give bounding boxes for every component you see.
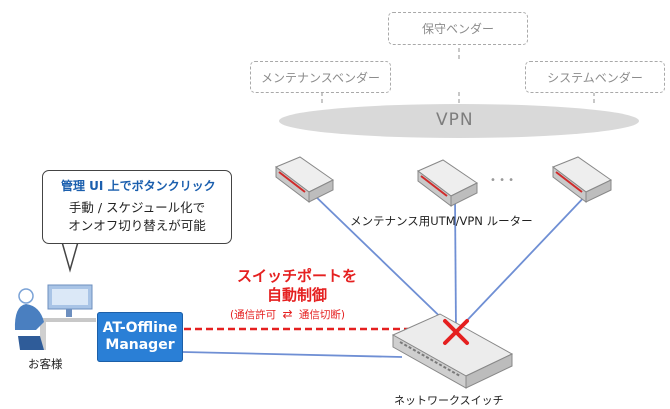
disconnect-x-mark — [443, 319, 469, 345]
cut-text: 通信切断) — [298, 309, 345, 321]
callout-pointer — [61, 241, 79, 273]
vendor-label: 保守ベンダー — [421, 22, 494, 36]
vendor-box-maintenance-service: メンテナンスベンダー — [250, 61, 391, 93]
switch-control-title: スイッチポートを 自動制御 — [222, 267, 372, 305]
vpn-label: VPN — [436, 110, 474, 130]
switch-control-line: 自動制御 — [266, 286, 327, 304]
customer-person-icon — [14, 284, 96, 350]
vendor-box-system: システムベンダー — [525, 61, 665, 93]
router-ellipsis: • • • — [490, 175, 515, 186]
vendor-label: システムベンダー — [547, 70, 643, 85]
callout-line: 手動 / スケジュール化で — [68, 200, 206, 215]
customer-label: お客様 — [28, 357, 63, 371]
callout-body: 手動 / スケジュール化で オンオフ切り替えが可能 — [43, 199, 231, 235]
manager-to-switch-line — [182, 351, 403, 358]
vendor-label: メンテナンスベンダー — [261, 70, 380, 85]
manager-line: AT-Offline — [102, 320, 178, 336]
vendor-box-maintenance: 保守ベンダー — [388, 12, 528, 45]
vpn-ellipse — [279, 104, 639, 138]
router-device-left — [275, 156, 334, 204]
allow-text: (通信許可 — [230, 309, 277, 321]
toggle-arrows-icon: ⇄ — [282, 307, 293, 321]
router-to-switch-line — [454, 195, 457, 333]
router-device-center — [417, 159, 478, 208]
router-to-switch-line — [310, 191, 457, 333]
switch-control-subtitle: (通信許可 ⇄ 通信切断) — [230, 307, 345, 322]
router-to-switch-line — [455, 191, 590, 333]
callout-box: 管理 UI 上でボタンクリック 手動 / スケジュール化で オンオフ切り替えが可… — [42, 170, 232, 244]
switch-label: ネットワークスイッチ — [394, 394, 504, 407]
manager-line: Manager — [105, 337, 175, 353]
callout-line: オンオフ切り替えが可能 — [68, 218, 206, 233]
callout-title: 管理 UI 上でボタンクリック — [61, 179, 216, 193]
router-device-right — [551, 156, 612, 204]
network-switch-device — [391, 313, 514, 389]
at-offline-manager-button[interactable]: AT-Offline Manager — [97, 312, 183, 362]
router-label: メンテナンス用UTM/VPN ルーター — [350, 214, 533, 228]
switch-control-line: スイッチポートを — [236, 267, 357, 285]
